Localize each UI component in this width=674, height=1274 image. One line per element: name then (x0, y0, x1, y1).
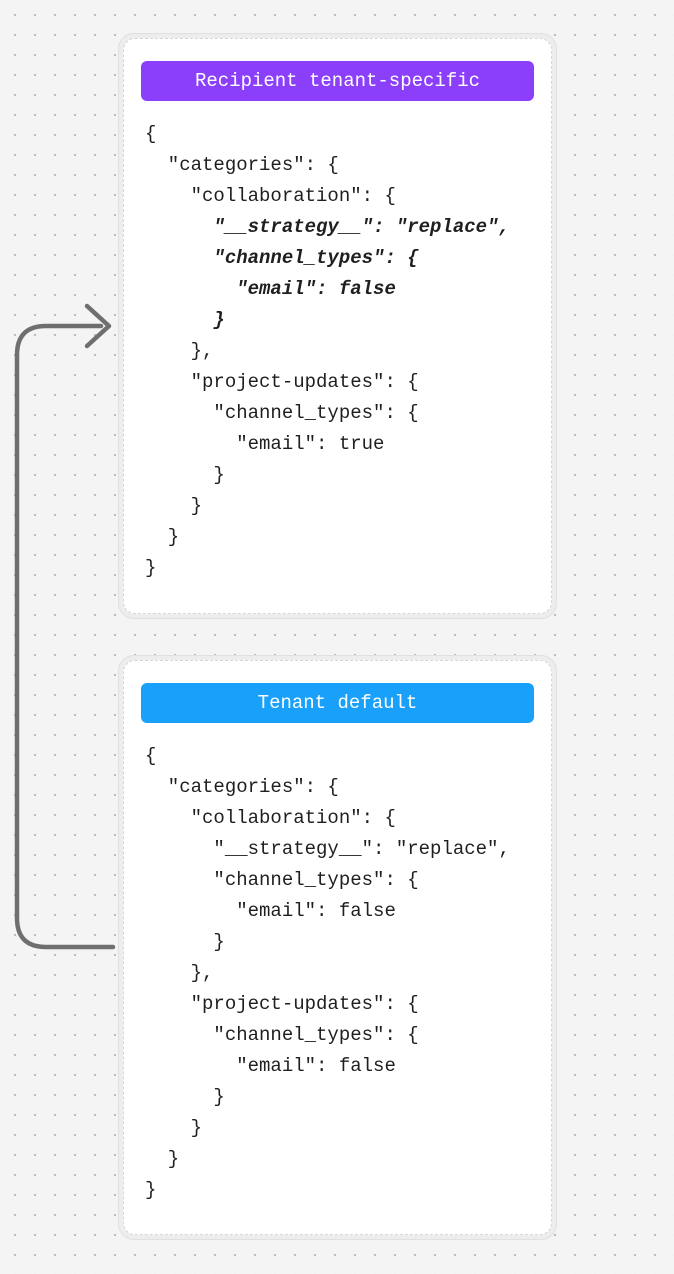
code-line: } (145, 526, 180, 548)
badge-recipient-tenant-specific: Recipient tenant-specific (141, 61, 534, 101)
flow-arrow (14, 303, 116, 950)
code-line: } (145, 1117, 203, 1139)
code-line: "email": false (145, 1055, 396, 1077)
code-line: } (145, 309, 225, 331)
code-line: "__strategy__": "replace", (145, 216, 510, 238)
json-code-tenant-default: { "categories": { "collaboration": { "__… (145, 741, 541, 1206)
code-line: "channel_types": { (145, 247, 419, 269)
card-body: Recipient tenant-specific { "categories"… (123, 38, 552, 614)
code-line: "channel_types": { (145, 1024, 419, 1046)
code-line: { (145, 745, 157, 767)
code-line: } (145, 464, 225, 486)
code-line: "email": false (145, 900, 396, 922)
code-line: "categories": { (145, 154, 339, 176)
card-body: Tenant default { "categories": { "collab… (123, 660, 552, 1235)
code-line: "channel_types": { (145, 402, 419, 424)
code-line: } (145, 1148, 180, 1170)
code-line: "channel_types": { (145, 869, 419, 891)
code-line: }, (145, 340, 214, 362)
code-line: "project-updates": { (145, 993, 419, 1015)
code-line: }, (145, 962, 214, 984)
arrowhead-icon (84, 303, 112, 349)
code-line: } (145, 495, 203, 517)
code-line: "project-updates": { (145, 371, 419, 393)
code-line: "categories": { (145, 776, 339, 798)
json-code-recipient-tenant-specific: { "categories": { "collaboration": { "__… (145, 119, 541, 584)
code-line: } (145, 1086, 225, 1108)
code-line: "email": false (145, 278, 396, 300)
code-line: { (145, 123, 157, 145)
code-line: } (145, 1179, 157, 1201)
code-line: } (145, 557, 157, 579)
card-tenant-default: Tenant default { "categories": { "collab… (118, 655, 557, 1240)
card-recipient-tenant-specific: Recipient tenant-specific { "categories"… (118, 33, 557, 619)
code-line: "collaboration": { (145, 807, 396, 829)
code-line: "email": true (145, 433, 385, 455)
code-line: } (145, 931, 225, 953)
code-line: "__strategy__": "replace", (145, 838, 510, 860)
badge-tenant-default: Tenant default (141, 683, 534, 723)
code-line: "collaboration": { (145, 185, 396, 207)
